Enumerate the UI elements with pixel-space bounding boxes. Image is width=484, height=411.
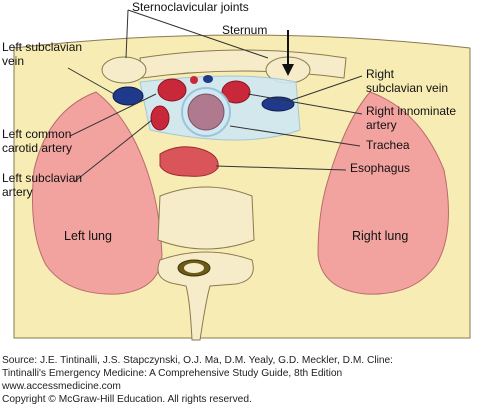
label-left-common-carotid: Left common carotid artery xyxy=(2,127,75,155)
anatomy-diagram: Sternoclavicular joints Sternum Left sub… xyxy=(2,0,471,341)
left-subclavian-artery-shape xyxy=(150,105,170,131)
left-clavicle-head xyxy=(101,56,147,84)
vertebral-body xyxy=(157,186,255,250)
source-line-1: Source: J.E. Tintinalli, J.S. Stapczynsk… xyxy=(2,355,394,366)
spinal-process xyxy=(157,251,254,341)
right-lung-shape xyxy=(317,91,449,295)
label-sternum: Sternum xyxy=(222,23,267,37)
source-line-4: Copyright © McGraw-Hill Education. All r… xyxy=(2,394,252,405)
label-left-subclavian-artery: Left subclavian artery xyxy=(2,171,85,199)
label-left-subclavian-vein: Left subclavian vein xyxy=(2,40,85,68)
label-esophagus: Esophagus xyxy=(350,161,410,175)
left-common-carotid-shape xyxy=(157,78,187,102)
trachea-shape xyxy=(187,93,225,131)
label-sternoclavicular-joints: Sternoclavicular joints xyxy=(132,0,249,14)
label-right-innominate-artery: Right innominate artery xyxy=(366,104,459,132)
spinal-cord xyxy=(184,263,204,273)
source-line-2: Tintinalli's Emergency Medicine: A Compr… xyxy=(2,368,343,379)
source-citation: Source: J.E. Tintinalli, J.S. Stapczynsk… xyxy=(2,354,482,406)
right-innominate-shape xyxy=(221,80,251,104)
esophagus-shape xyxy=(159,146,219,177)
label-trachea: Trachea xyxy=(366,138,410,152)
left-subclavian-vein-shape xyxy=(112,86,144,106)
label-right-subclavian-vein: Right subclavian vein xyxy=(366,67,448,95)
source-line-3: www.accessmedicine.com xyxy=(2,381,121,392)
label-left-lung: Left lung xyxy=(64,229,112,243)
leader-lines xyxy=(67,9,363,183)
small-artery xyxy=(190,76,198,84)
small-vein xyxy=(203,75,213,83)
approach-arrow-head xyxy=(282,64,294,76)
left-lung-shape xyxy=(32,91,163,295)
label-right-lung: Right lung xyxy=(352,229,408,243)
